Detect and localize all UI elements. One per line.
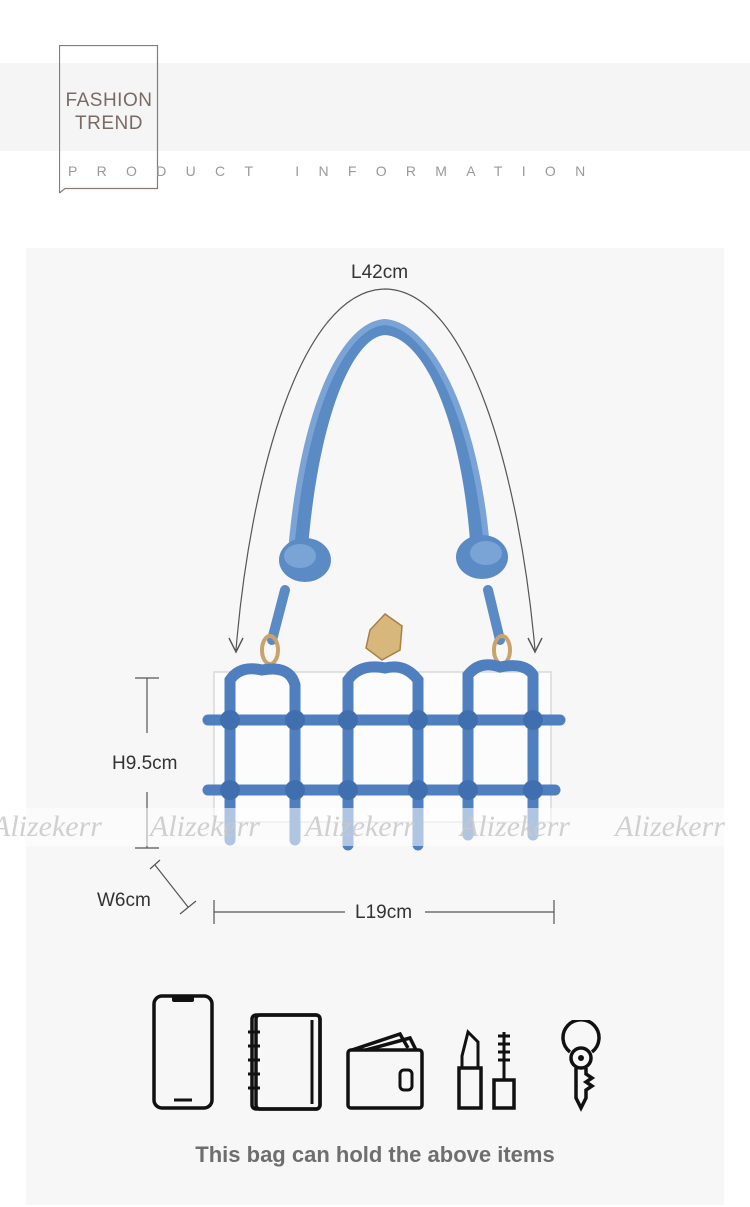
watermark-text: Alizekerr [460,810,570,843]
width-dimension [149,859,197,915]
length-label: L19cm [355,902,413,923]
arrow-right-icon [527,637,543,654]
title-line-2: TREND [75,113,143,134]
watermark-text: Alizekerr [0,810,102,843]
caption-text: This bag can hold the above items [195,1142,555,1167]
gold-lock-icon [365,613,403,661]
watermark-band: Alizekerr Alizekerr Alizekerr Alizekerr … [0,808,750,846]
wallet-icon [346,1031,424,1110]
watermark-text: Alizekerr [150,810,260,843]
height-label: H9.5cm [112,753,178,774]
clear-box [213,671,552,823]
phone-icon [152,994,214,1110]
length-dimension [213,900,555,924]
title-line-1: FASHION [65,90,153,111]
watermark-text: Alizekerr [305,810,415,843]
strap-dimension-arc [235,288,536,651]
section-subtitle: PRODUCT INFORMATION [68,163,605,179]
arrow-left-icon [228,637,244,654]
header-frame: FASHION TREND [59,45,159,194]
bag-strap [267,318,505,645]
bag-cage [202,659,566,851]
lipstick-mascara-icon [457,1029,516,1110]
width-label: W6cm [97,890,151,911]
strap-length-label: L42cm [351,262,409,283]
frame-outline [59,45,159,194]
cage-knots [220,710,543,800]
watermark-text: Alizekerr [615,810,725,843]
key-icon [561,1020,601,1112]
header-band [0,63,750,151]
notebook-icon [248,1013,322,1111]
